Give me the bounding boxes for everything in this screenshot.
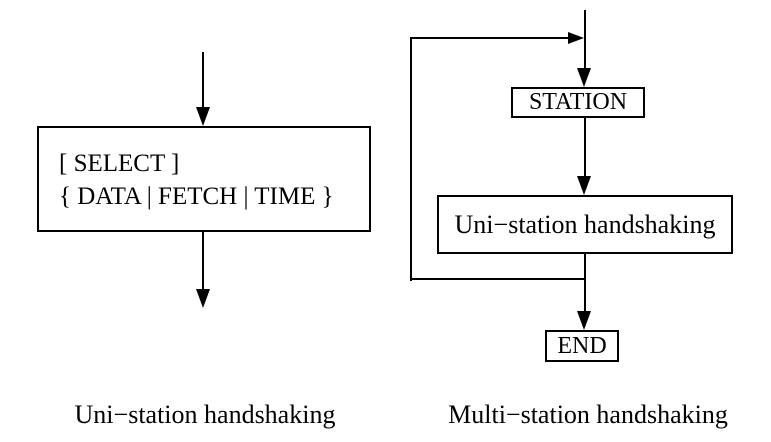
left-exit-arrowhead-icon	[196, 289, 210, 308]
station-entry-arrowhead-icon	[577, 68, 591, 87]
end-entry-arrowhead-icon	[577, 311, 591, 330]
end-box: END	[545, 330, 619, 362]
loop-arrowhead-icon	[568, 32, 584, 44]
left-caption: Uni−station handshaking	[74, 400, 336, 429]
end-box-label: END	[557, 332, 607, 359]
station-box-label: STATION	[528, 89, 628, 115]
process-to-end-line	[584, 253, 586, 313]
left-exit-line	[202, 231, 204, 291]
left-entry-arrowhead-icon	[196, 107, 210, 126]
select-box-line1: [ SELECT ]	[59, 150, 180, 177]
process-box: Uni−station handshaking	[437, 195, 733, 254]
process-entry-arrowhead-icon	[577, 176, 591, 195]
process-box-label: Uni−station handshaking	[454, 209, 716, 239]
left-entry-line	[202, 52, 204, 108]
right-caption: Multi−station handshaking	[448, 400, 728, 429]
loop-left-line	[410, 37, 412, 281]
loop-top-line	[410, 37, 570, 39]
station-box: STATION	[511, 87, 645, 118]
loop-return-line	[410, 278, 586, 280]
right-entry-line	[584, 10, 586, 70]
station-to-process-line	[584, 117, 586, 177]
select-box-line2: { DATA | FETCH | TIME }	[59, 183, 334, 210]
select-box: [ SELECT ] { DATA | FETCH | TIME }	[37, 126, 371, 232]
